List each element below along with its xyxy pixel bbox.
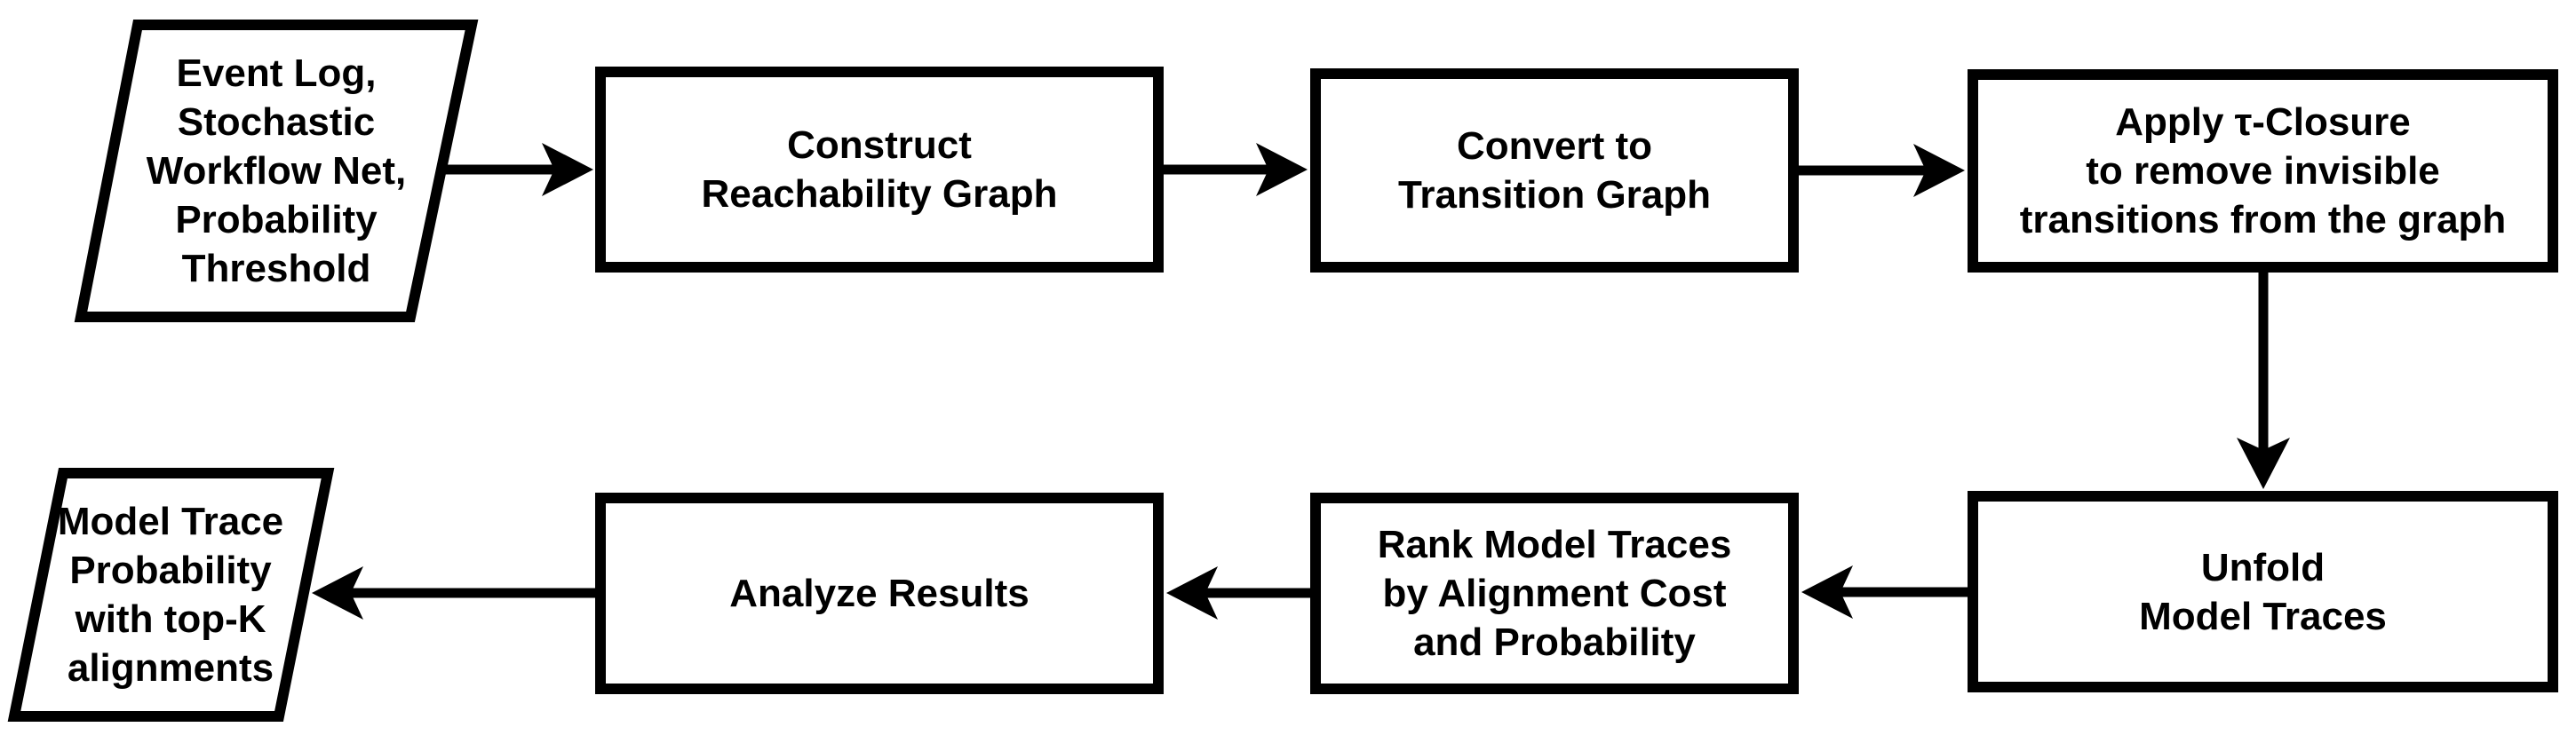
arrow-input-to-construct: [444, 143, 593, 196]
arrow-tau-closure-to-unfold: [2237, 270, 2290, 489]
node-analyze-results-rect: [595, 493, 1164, 694]
node-input-parallelogram: [74, 20, 479, 322]
node-rank-model-traces-rect: [1310, 493, 1799, 694]
arrow-analyze-to-output: [312, 566, 598, 620]
node-output-parallelogram: [7, 468, 335, 722]
node-unfold-model-traces-rect: [1968, 491, 2558, 692]
arrow-convert-to-tau-closure: [1796, 144, 1965, 197]
arrow-construct-to-convert: [1161, 143, 1308, 196]
arrow-rank-to-analyze: [1166, 566, 1313, 620]
node-construct-reachability-graph-rect: [595, 67, 1164, 273]
node-convert-transition-graph-rect: [1310, 68, 1799, 273]
arrow-unfold-to-rank: [1801, 565, 1970, 619]
node-apply-tau-closure-rect: [1968, 69, 2558, 273]
